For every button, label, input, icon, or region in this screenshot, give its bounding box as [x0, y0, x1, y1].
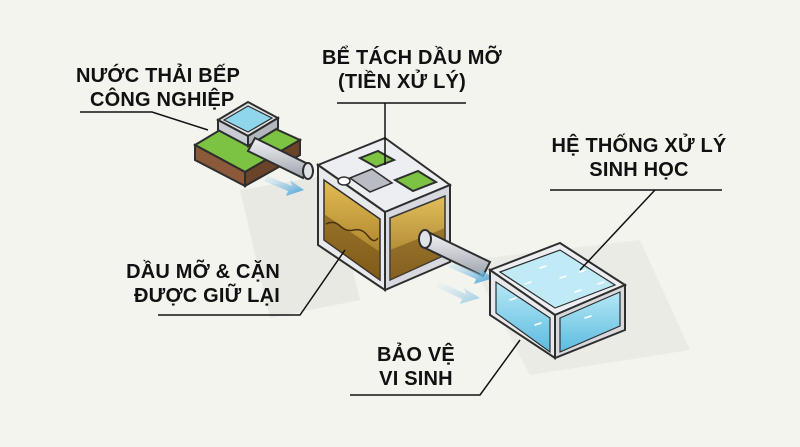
- label-line: ĐƯỢC GIỮ LẠI: [134, 285, 280, 307]
- inflow-arrow: [264, 176, 304, 196]
- inlet-pipe: [246, 136, 314, 180]
- label-line: SINH HỌC: [589, 159, 689, 181]
- label-line: BỂ TÁCH DẦU MỠ: [322, 47, 502, 69]
- label-line: BẢO VỆ: [377, 344, 455, 366]
- callout-line-wastewater: [80, 111, 209, 131]
- label-line: CÔNG NGHIỆP: [90, 89, 235, 111]
- label-grease-trap: BỂ TÁCH DẦU MỠ (TIỀN XỬ LÝ): [322, 46, 502, 94]
- label-industrial-wastewater: NƯỚC THẢI BẾP CÔNG NGHIỆP: [76, 64, 240, 112]
- label-microbe-protection: BẢO VỆ VI SINH: [356, 343, 476, 391]
- label-line: NƯỚC THẢI BẾP: [76, 65, 241, 87]
- callout-line-microbe: [350, 339, 521, 396]
- label-line: VI SINH: [379, 368, 453, 390]
- label-biological-system: HỆ THỐNG XỬ LÝ SINH HỌC: [544, 134, 734, 182]
- biological-treatment-tank: [487, 241, 628, 360]
- label-line: DẦU MỠ & CẶN: [126, 261, 280, 283]
- label-retained-grease: DẦU MỠ & CẶN ĐƯỢC GIỮ LẠI: [120, 260, 280, 308]
- callout-lines: [80, 102, 722, 396]
- label-line: (TIỀN XỬ LÝ): [338, 71, 466, 93]
- callout-line-retained: [158, 249, 346, 316]
- label-line: HỆ THỐNG XỬ LÝ: [551, 135, 727, 157]
- kitchen-source-block: [192, 100, 303, 188]
- outflow-arrow: [436, 262, 494, 304]
- grease-trap-tank: [315, 136, 453, 292]
- callout-line-bio: [579, 189, 656, 271]
